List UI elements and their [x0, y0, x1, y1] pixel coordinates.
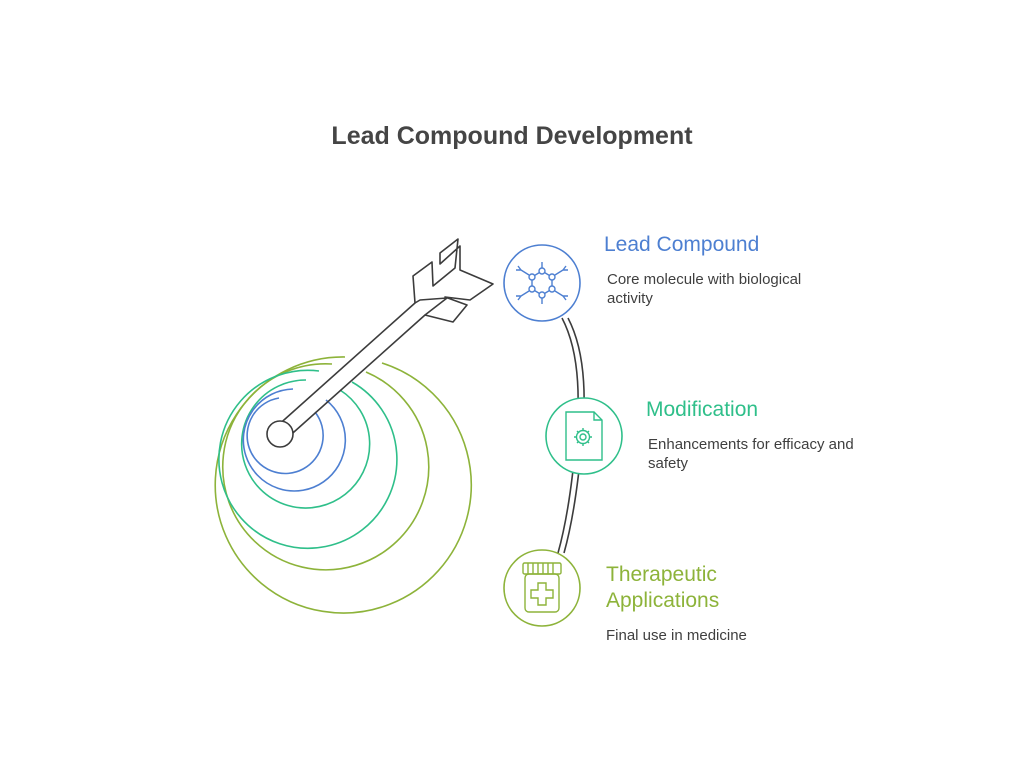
molecule-icon: [516, 262, 568, 304]
step-lead-compound-node: [503, 244, 581, 322]
document-gear-icon: [565, 411, 603, 461]
target-ring-outer: [214, 356, 473, 614]
target-ring-4: [218, 369, 398, 550]
target-ring-3: [240, 379, 371, 509]
step-modification-title: Modification: [646, 398, 759, 421]
arrow-icon: [266, 238, 494, 448]
target-ring-2: [242, 388, 347, 492]
step-therapeutic-title: Therapeutic Applications: [606, 563, 720, 612]
medicine-jar-icon: [522, 562, 562, 613]
target-ring-5: [221, 363, 430, 571]
target-ring-1: [246, 397, 324, 475]
step-lead-compound-description: Core molecule with biological activity: [607, 271, 802, 307]
step-lead-compound-title: Lead Compound: [604, 233, 760, 256]
step-modification-description: Enhancements for efficacy and safety: [648, 436, 854, 472]
step-modification-node: [545, 397, 623, 475]
diagram-title: Lead Compound Development: [331, 122, 693, 150]
step-therapeutic-description: Final use in medicine: [606, 627, 747, 644]
target-icon: [214, 356, 473, 614]
step-therapeutic-node: [503, 549, 581, 627]
